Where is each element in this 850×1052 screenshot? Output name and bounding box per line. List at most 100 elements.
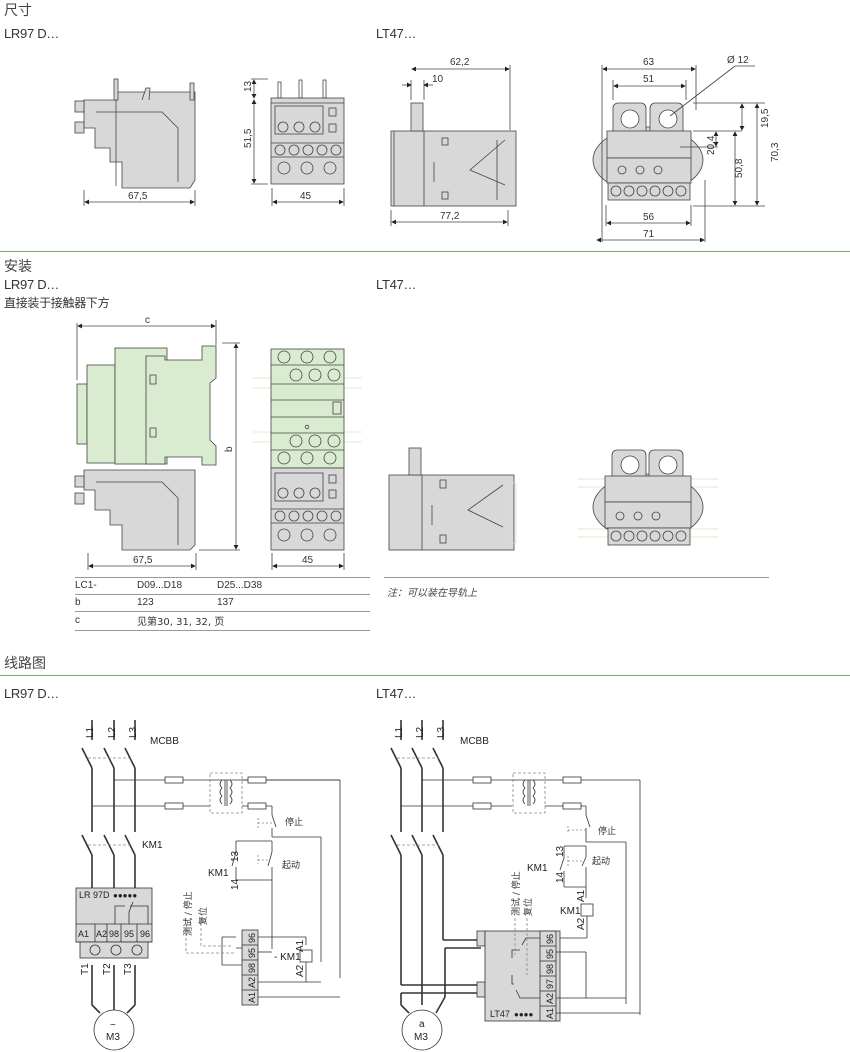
- mount-lt47-side-view: [388, 447, 517, 551]
- lr97-motor-symbol: ~: [110, 1020, 116, 1031]
- mount-lt47-note: 注：可以装在导轨上: [387, 588, 477, 599]
- lt47-motor-label: M3: [414, 1032, 428, 1043]
- dim-lt47-19-5: 19,5: [760, 108, 771, 128]
- dim-lt47-side-tab: 10: [432, 74, 444, 85]
- table-cell: 123: [137, 594, 217, 612]
- lr97-start-label: 起动: [282, 860, 300, 871]
- lr97-front-view: [251, 78, 345, 206]
- lt47-relay-name: LT47: [490, 1009, 510, 1019]
- lt47-vterm-a2: A2: [545, 993, 555, 1004]
- wiring-lr97-label: LR97 D…: [4, 686, 59, 701]
- dim-lt47-20-4: 20,4: [706, 135, 717, 155]
- lr97-terminal-a1: A1: [78, 929, 89, 939]
- dim-lr97-front-height: 51,5: [243, 128, 254, 148]
- mounting-dimension-table: LC1- D09...D18 D25...D38 b 123 137 c 见第3…: [75, 577, 370, 631]
- dim-lt47-hole-diameter: Ø 12: [727, 55, 749, 66]
- lr97-phase-l1: L1: [85, 726, 96, 738]
- lr97-vterm-95: 95: [247, 948, 257, 958]
- dim-lt47-front-outer: 63: [643, 57, 655, 68]
- lt47-stop-label: 停止: [598, 825, 616, 837]
- lr97-breaker-label: MCBB: [150, 736, 179, 747]
- lr97-relay-dots: ●●●●●: [113, 891, 137, 900]
- lt47-side-view: [390, 65, 517, 226]
- dim-mount-front: 45: [302, 555, 314, 566]
- lt47-vterm-98: 98: [545, 964, 555, 974]
- table-row: c 见第30, 31, 32, 页: [75, 611, 370, 631]
- wiring-lr97-diagram: [75, 720, 341, 1051]
- lr97-terminal-95: 95: [124, 929, 134, 939]
- mount-lr97-label: LR97 D…: [4, 277, 59, 292]
- lt47-reset-label: 复位: [522, 898, 534, 916]
- section-title-dimensions: 尺寸: [4, 3, 32, 19]
- lr97-terminal-96: 96: [140, 929, 150, 939]
- dim-lr97-label: LR97 D…: [4, 26, 59, 41]
- lr97-coil-label: - KM1: [274, 952, 301, 963]
- mount-lr97-side-view: [74, 320, 240, 570]
- lr97-motor-label: M3: [106, 1032, 120, 1043]
- lt47-coil-label: KM1: [560, 906, 581, 917]
- wiring-lt47-label: LT47…: [376, 686, 417, 701]
- table-cell: 137: [217, 594, 370, 612]
- table-cell: D25...D38: [217, 577, 370, 595]
- section-title-wiring: 线路图: [4, 656, 46, 672]
- wiring-lt47-diagram: [390, 720, 641, 1051]
- lt47-front-view: [592, 65, 765, 243]
- table-cell: c: [75, 611, 137, 631]
- lr97-phase-l3: L3: [128, 726, 139, 738]
- dim-lt47-50-8: 50,8: [734, 158, 745, 178]
- lr97-vterm-96: 96: [247, 933, 257, 943]
- dim-lr97-side-width: 67,5: [128, 191, 148, 202]
- lt47-vterm-a1: A1: [545, 1008, 555, 1019]
- lr97-output-t3: T3: [123, 963, 134, 975]
- lt47-aux-14: 14: [555, 871, 566, 883]
- dim-mount-b: b: [224, 446, 235, 452]
- mount-lt47-label: LT47…: [376, 277, 417, 292]
- lr97-side-view: [74, 78, 196, 206]
- lt47-phase-l2: L2: [415, 726, 426, 738]
- dim-lt47-side-total: 62,2: [450, 57, 470, 68]
- mount-lr97-subtitle: 直接装于接触器下方: [4, 296, 110, 310]
- lt47-phase-l1: L1: [394, 726, 405, 738]
- lr97-km1-aux-label: KM1: [208, 868, 229, 879]
- lt47-phase-l3: L3: [436, 726, 447, 738]
- section-divider: [0, 251, 850, 252]
- dim-lt47-front-inner: 51: [643, 74, 655, 85]
- lt47-test-stop-label: 测试 / 停止: [510, 871, 522, 916]
- section-divider: [0, 675, 850, 676]
- mount-lr97-front-view: [253, 348, 362, 570]
- note-rule: [384, 577, 769, 578]
- lr97-vterm-a2: A2: [247, 977, 257, 988]
- lt47-breaker-label: MCBB: [460, 736, 489, 747]
- lt47-aux-13: 13: [555, 845, 566, 857]
- dim-mount-c: c: [145, 315, 150, 326]
- lt47-relay-dots: ●●●●: [514, 1010, 533, 1019]
- lr97-reset-label: 复位: [197, 907, 209, 925]
- lt47-km1-aux-label: KM1: [527, 863, 548, 874]
- dim-lr97-front-width: 45: [300, 191, 312, 202]
- lr97-vterm-a1: A1: [247, 992, 257, 1003]
- lt47-vterm-97: 97: [545, 979, 555, 989]
- table-cell: LC1-: [75, 577, 137, 595]
- dim-mount-width: 67,5: [133, 555, 153, 566]
- dim-lt47-70-3: 70,3: [770, 142, 781, 162]
- table-cell: b: [75, 594, 137, 612]
- dim-lt47-label: LT47…: [376, 26, 417, 41]
- lr97-output-t1: T1: [80, 963, 91, 975]
- lr97-terminal-a2: A2: [96, 929, 107, 939]
- lt47-motor-symbol: a: [419, 1019, 425, 1030]
- table-row: b 123 137: [75, 594, 370, 612]
- lr97-aux-14: 14: [230, 878, 241, 890]
- lr97-stop-label: 停止: [285, 816, 303, 828]
- lr97-output-t2: T2: [102, 963, 113, 975]
- dim-lr97-front-top: 13: [243, 80, 254, 92]
- section-title-mounting: 安装: [4, 259, 32, 275]
- lr97-aux-13: 13: [230, 850, 241, 862]
- table-cell: D09...D18: [137, 577, 217, 595]
- table-row: LC1- D09...D18 D25...D38: [75, 577, 370, 595]
- lr97-test-stop-label: 测试 / 停止: [182, 891, 194, 936]
- dim-lt47-front-total: 71: [643, 229, 655, 240]
- table-cell: 见第30, 31, 32, 页: [137, 611, 370, 631]
- lt47-vterm-95: 95: [545, 949, 555, 959]
- lr97-vterm-98: 98: [247, 963, 257, 973]
